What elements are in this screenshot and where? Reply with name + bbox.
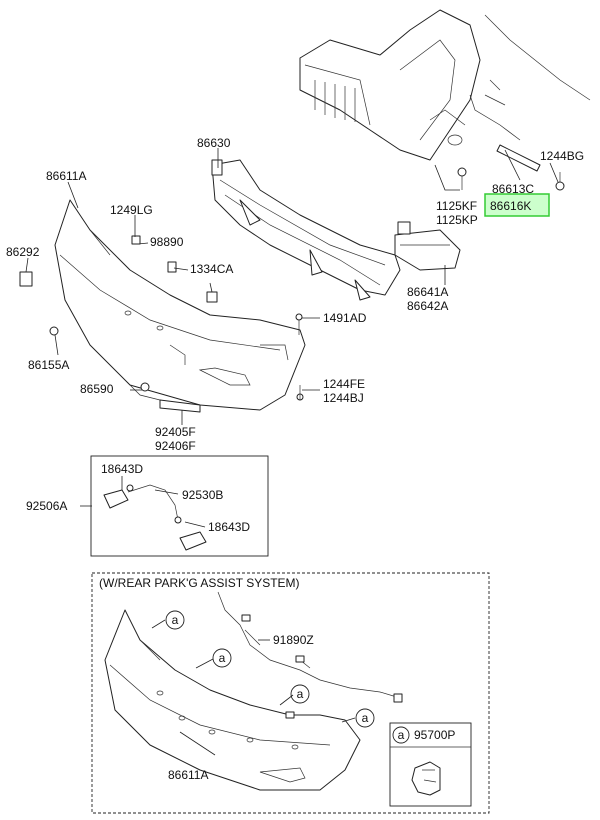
bumper-cover-top — [54, 199, 306, 413]
leader-lines — [25, 148, 559, 756]
label-1249LG: 1249LG — [110, 203, 153, 217]
label-1125KP: 1125KP — [436, 213, 478, 227]
callout-circle-2 — [212, 648, 232, 668]
sensor-95700P — [411, 761, 441, 796]
label-86616K: 86616K — [490, 199, 531, 213]
clips-top — [19, 235, 304, 401]
highlight-86616K — [484, 193, 550, 217]
section-title: (W/REAR PARK'G ASSIST SYSTEM) — [99, 576, 300, 590]
callout-circle-5 — [392, 726, 410, 744]
park-assist-box — [91, 572, 490, 814]
plate-lamp-parts — [103, 484, 207, 551]
label-1244BG: 1244BG — [540, 149, 584, 163]
label-1334CA: 1334CA — [190, 262, 233, 276]
label-86641A: 86641A — [407, 285, 448, 299]
label-98890: 98890 — [150, 235, 184, 249]
label-95700P: 95700P — [414, 728, 455, 742]
callout-a2: a — [219, 651, 226, 665]
callout-a5: a — [398, 728, 405, 742]
part-labels: 86630 86611A 1249LG 98890 86292 1334CA 1… — [6, 136, 584, 782]
rear-body-panel — [299, 9, 591, 161]
label-86292: 86292 — [6, 245, 40, 259]
wiring-harness — [217, 591, 403, 719]
label-92405F: 92405F — [155, 425, 196, 439]
label-1244FE: 1244FE — [323, 377, 365, 391]
label-92530B: 92530B — [182, 488, 223, 502]
callout-a4: a — [362, 711, 369, 725]
bumper-cover-bottom — [104, 609, 361, 791]
callout-a1: a — [172, 613, 179, 627]
label-86590: 86590 — [80, 382, 114, 396]
callouts: a a a a a — [165, 610, 410, 744]
label-86630: 86630 — [197, 136, 231, 150]
part-86613C-rail — [496, 144, 565, 191]
callout-a3: a — [297, 687, 304, 701]
bumper-beam — [211, 159, 401, 301]
callout-circle-4 — [355, 708, 375, 728]
label-86613C: 86613C — [492, 182, 534, 196]
label-86611A-top: 86611A — [46, 169, 86, 183]
sensor-inset-box — [389, 722, 472, 807]
label-86642A: 86642A — [407, 299, 448, 313]
label-86611A-bot: 86611A — [168, 768, 208, 782]
label-1491AD: 1491AD — [323, 311, 367, 325]
callout-circle-3 — [290, 684, 310, 704]
bracket-86641A — [394, 221, 461, 271]
bolt-1125KF — [457, 167, 467, 190]
label-86155A: 86155A — [28, 358, 69, 372]
label-92506A: 92506A — [26, 499, 67, 513]
label-18643D-top: 18643D — [101, 462, 143, 476]
label-92406F: 92406F — [155, 439, 196, 453]
label-18643D-bot: 18643D — [208, 520, 250, 534]
label-1244BJ: 1244BJ — [323, 391, 364, 405]
label-91890Z: 91890Z — [273, 633, 314, 647]
label-1125KF: 1125KF — [436, 199, 477, 213]
callout-circle-1 — [165, 610, 185, 630]
